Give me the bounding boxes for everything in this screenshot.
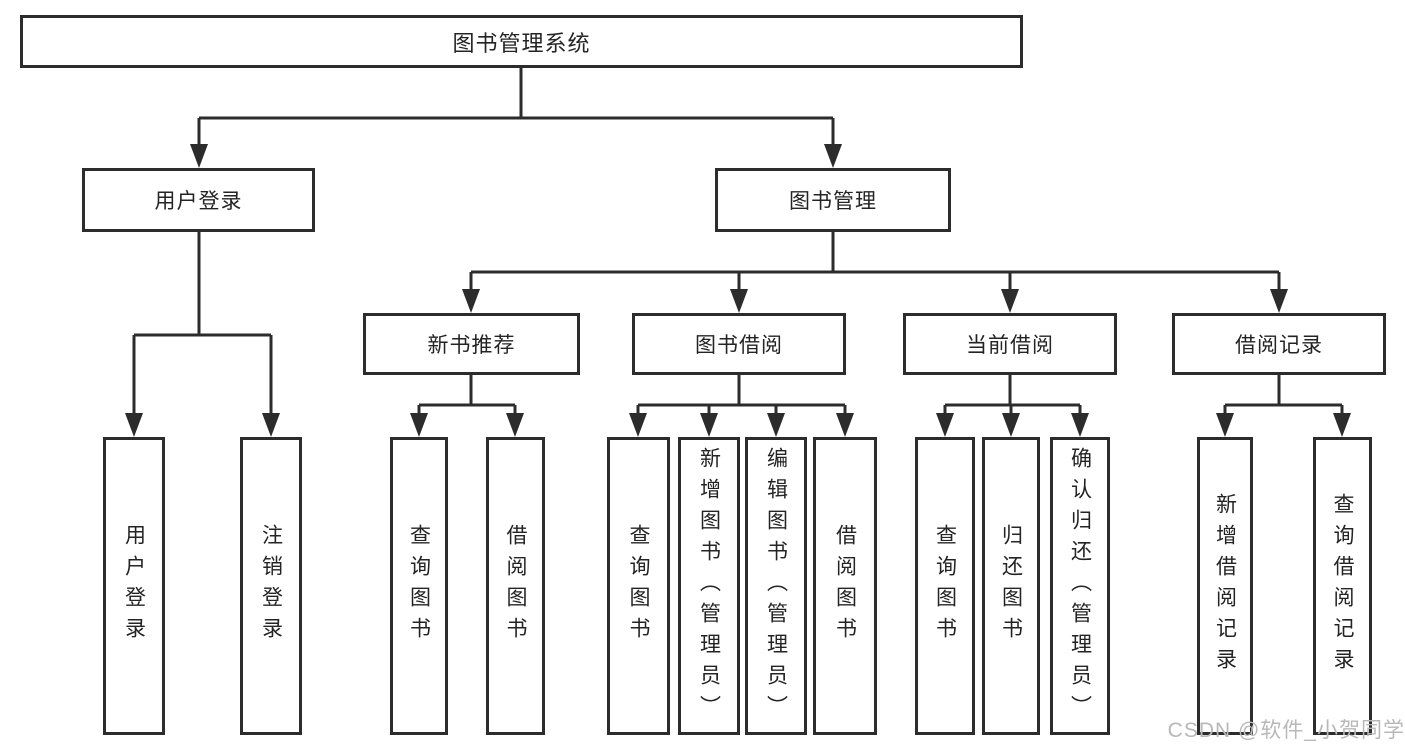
leaf-query-books-2: 查询图书 [607, 437, 670, 735]
leaf-borrow-books-1: 借阅图书 [486, 437, 545, 735]
leaf-query-books-1: 查询图书 [390, 437, 448, 735]
node-library-management-system: 图书管理系统 [20, 15, 1023, 68]
leaf-return-books: 归还图书 [982, 437, 1040, 735]
node-new-book-recommendation: 新书推荐 [363, 313, 580, 375]
node-book-borrowing: 图书借阅 [632, 313, 846, 375]
leaf-query-books-3-label: 查询图书 [933, 524, 957, 648]
leaf-confirm-return-admin-label: 确认归还（管理员） [1068, 446, 1092, 726]
leaf-add-book-admin: 新增图书（管理员） [678, 437, 740, 735]
leaf-return-books-label: 归还图书 [999, 524, 1023, 648]
node-book-management: 图书管理 [715, 168, 951, 232]
leaf-edit-book-admin: 编辑图书（管理员） [745, 437, 807, 735]
node-borrowing-records: 借阅记录 [1172, 313, 1386, 375]
leaf-query-borrow-record-label: 查询借阅记录 [1331, 493, 1354, 679]
leaf-query-books-3: 查询图书 [915, 437, 975, 735]
node-current-borrowing: 当前借阅 [903, 313, 1117, 375]
leaf-add-book-admin-label: 新增图书（管理员） [697, 446, 721, 726]
leaf-edit-book-admin-label: 编辑图书（管理员） [764, 446, 788, 726]
leaf-query-borrow-record: 查询借阅记录 [1313, 437, 1372, 735]
leaf-add-borrow-record-label: 新增借阅记录 [1213, 493, 1237, 679]
leaf-borrow-books-2-label: 借阅图书 [833, 524, 857, 648]
leaf-logout-label: 注销登录 [259, 524, 283, 648]
leaf-borrow-books-1-label: 借阅图书 [504, 524, 527, 648]
leaf-query-books-1-label: 查询图书 [407, 524, 431, 648]
leaf-confirm-return-admin: 确认归还（管理员） [1050, 437, 1110, 735]
leaf-add-borrow-record: 新增借阅记录 [1197, 437, 1253, 735]
leaf-query-books-2-label: 查询图书 [627, 524, 650, 648]
leaf-user-login: 用户登录 [103, 437, 165, 735]
leaf-borrow-books-2: 借阅图书 [813, 437, 877, 735]
leaf-user-login-label: 用户登录 [122, 524, 146, 648]
node-user-login: 用户登录 [82, 168, 315, 232]
arrowheads [125, 144, 1351, 437]
leaf-logout: 注销登录 [240, 437, 302, 735]
watermark-text: CSDN @软件_小贺同学 [1167, 719, 1405, 742]
